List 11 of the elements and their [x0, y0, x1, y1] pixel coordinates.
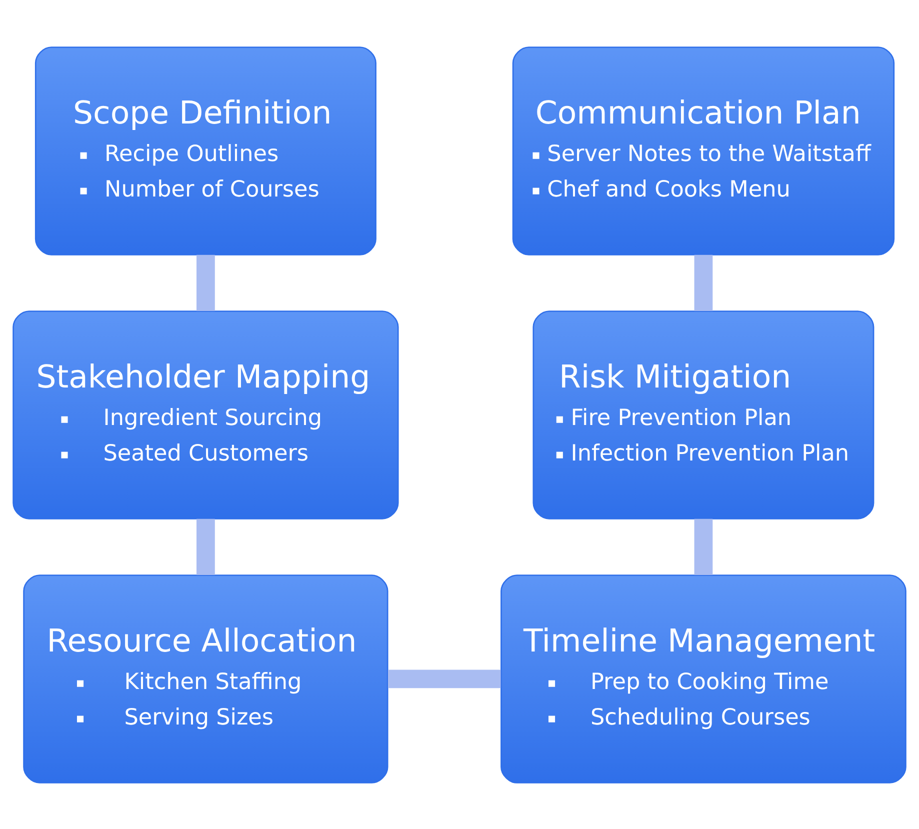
- connector: [196, 518, 215, 574]
- node-box: Stakeholder Mapping Ingredient Sourcing Seated Customers: [12, 310, 399, 519]
- connector: [388, 669, 501, 688]
- node-box: Scope Definition Recipe Outlines Number of Courses: [34, 46, 376, 255]
- connector: [694, 254, 713, 310]
- node-box: Risk Mitigation Fire Prevention Plan Infection Prevention Plan: [532, 310, 874, 519]
- node-box: Communication Plan Server Notes to the Waitstaff Chef and Cooks Menu: [512, 46, 895, 255]
- connector: [694, 518, 713, 574]
- node-box: Timeline Management Prep to Cooking Time Scheduling Courses: [500, 574, 906, 783]
- node-box: Resource Allocation Kitchen Staffing Serving Sizes: [23, 574, 388, 783]
- connector: [196, 254, 215, 310]
